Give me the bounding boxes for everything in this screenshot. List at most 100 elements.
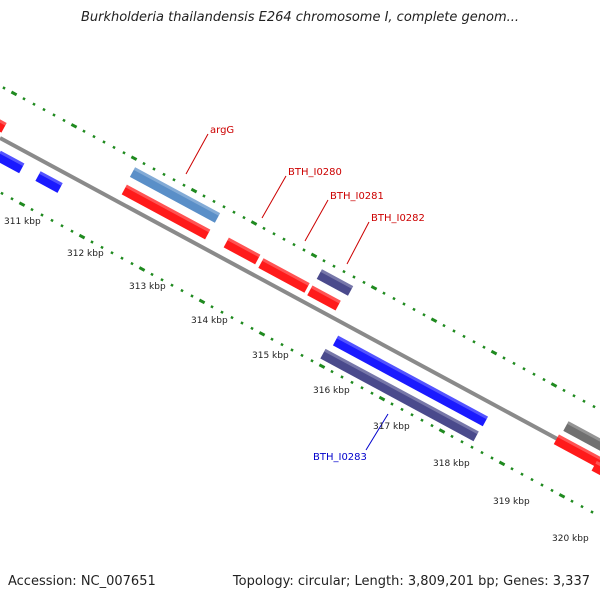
tick-mark: [482, 345, 486, 349]
tick-mark: [242, 215, 246, 220]
tick-mark: [512, 361, 516, 366]
tick-mark: [310, 252, 318, 259]
tick-mark: [542, 377, 546, 382]
gene-bth-i0282[interactable]: [316, 269, 354, 296]
gene-highlight: [227, 237, 261, 258]
tick-mark: [350, 380, 354, 385]
tick-mark: [2, 86, 6, 90]
tick-mark: [152, 167, 156, 171]
gene-highlight: [320, 269, 354, 289]
tick-mark: [290, 348, 294, 352]
tick-mark: [50, 218, 54, 223]
tick-mark: [300, 353, 304, 358]
tick-mark: [282, 237, 286, 241]
tick-mark: [360, 386, 364, 390]
tick-mark: [32, 102, 36, 106]
tick-mark: [60, 224, 64, 228]
outer-tick-track: [2, 86, 596, 409]
tick-mark: [332, 264, 336, 268]
tick-mark: [92, 134, 96, 139]
tick-mark: [78, 233, 86, 240]
tick-mark: [150, 272, 154, 277]
scale-labels: 311 kbp 312 kbp 313 kbp 314 kbp 315 kbp …: [4, 217, 589, 544]
gene-bth-i0281[interactable]: [258, 258, 310, 293]
tick-mark: [472, 340, 476, 344]
tick-mark: [52, 113, 56, 117]
gene-label-bth-i0283[interactable]: BTH_I0283: [313, 452, 367, 463]
tick-mark: [70, 123, 78, 129]
tick-mark: [450, 434, 454, 439]
label-leader-lines: [185, 133, 389, 451]
tick-mark: [102, 140, 106, 144]
tick-mark: [342, 269, 346, 274]
gene-label-bth-i0280[interactable]: BTH_I0280: [288, 167, 342, 178]
tick-mark: [322, 259, 326, 263]
gene-label-bth-i0282[interactable]: BTH_I0282: [371, 213, 425, 224]
tick-mark: [460, 440, 464, 444]
scale-label: 315 kbp: [252, 351, 289, 361]
gene-bth-i0283[interactable]: [320, 348, 479, 442]
tick-mark: [498, 460, 506, 467]
tick-mark: [10, 90, 18, 97]
tick-mark: [582, 399, 586, 403]
scale-label: 313 kbp: [129, 282, 166, 292]
tick-mark: [520, 472, 524, 476]
gene-fwd-4[interactable]: [591, 460, 600, 480]
tick-mark: [122, 151, 126, 155]
scale-label: 320 kbp: [552, 534, 589, 544]
gene-rev-0[interactable]: [0, 150, 25, 174]
tick-mark: [250, 326, 254, 331]
gene-bth-i0280[interactable]: [223, 237, 261, 265]
tick-mark: [452, 329, 456, 333]
inner-tick-track: [0, 191, 594, 514]
tick-mark: [62, 118, 66, 123]
gene-rev-2[interactable]: [332, 335, 488, 427]
gene-label-argG[interactable]: argG: [210, 125, 234, 136]
gene-fwd-2[interactable]: [307, 285, 341, 311]
tick-mark: [250, 220, 258, 226]
tick-mark: [190, 187, 198, 194]
tick-mark: [422, 313, 426, 317]
gene-rev-1[interactable]: [35, 171, 63, 193]
gene-fwd-3[interactable]: [553, 434, 600, 468]
gene-label-bth-i0281[interactable]: BTH_I0281: [330, 191, 384, 202]
tick-mark: [0, 191, 4, 196]
tick-mark: [240, 321, 244, 325]
tick-mark: [82, 129, 86, 133]
scale-label: 316 kbp: [313, 386, 350, 396]
tick-mark: [550, 382, 558, 388]
scale-label: 314 kbp: [191, 316, 228, 326]
scale-label: 311 kbp: [4, 217, 41, 227]
gene-highlight: [39, 171, 63, 186]
gene-highlight: [262, 258, 310, 286]
tick-mark: [330, 369, 334, 374]
tick-mark: [202, 194, 206, 198]
gene-highlight: [336, 335, 488, 420]
tick-mark: [160, 278, 164, 282]
gene-highlight: [0, 150, 25, 167]
tick-mark: [70, 229, 74, 233]
tick-mark: [510, 467, 514, 471]
tick-mark: [212, 199, 216, 204]
gene-gray-0[interactable]: [563, 421, 600, 455]
accession-text: Accession: NC_007651: [8, 574, 156, 589]
tick-mark: [182, 183, 186, 187]
gene-fwd-0[interactable]: [0, 115, 7, 133]
scale-label: 317 kbp: [373, 422, 410, 432]
tick-mark: [470, 445, 474, 449]
tick-mark: [120, 256, 124, 260]
leader-line: [346, 221, 370, 265]
tick-mark: [558, 493, 566, 499]
gene-highlight: [0, 115, 7, 126]
gene-fwd-1[interactable]: [121, 184, 211, 240]
gene-argG[interactable]: [129, 167, 221, 223]
tick-mark: [340, 375, 344, 379]
gene-highlight: [125, 184, 211, 233]
tick-mark: [370, 285, 378, 291]
tick-mark: [230, 315, 234, 320]
tick-mark: [362, 280, 366, 285]
tick-mark: [590, 510, 594, 514]
tick-mark: [258, 331, 266, 337]
tick-mark: [430, 317, 438, 323]
scale-label: 318 kbp: [433, 459, 470, 469]
